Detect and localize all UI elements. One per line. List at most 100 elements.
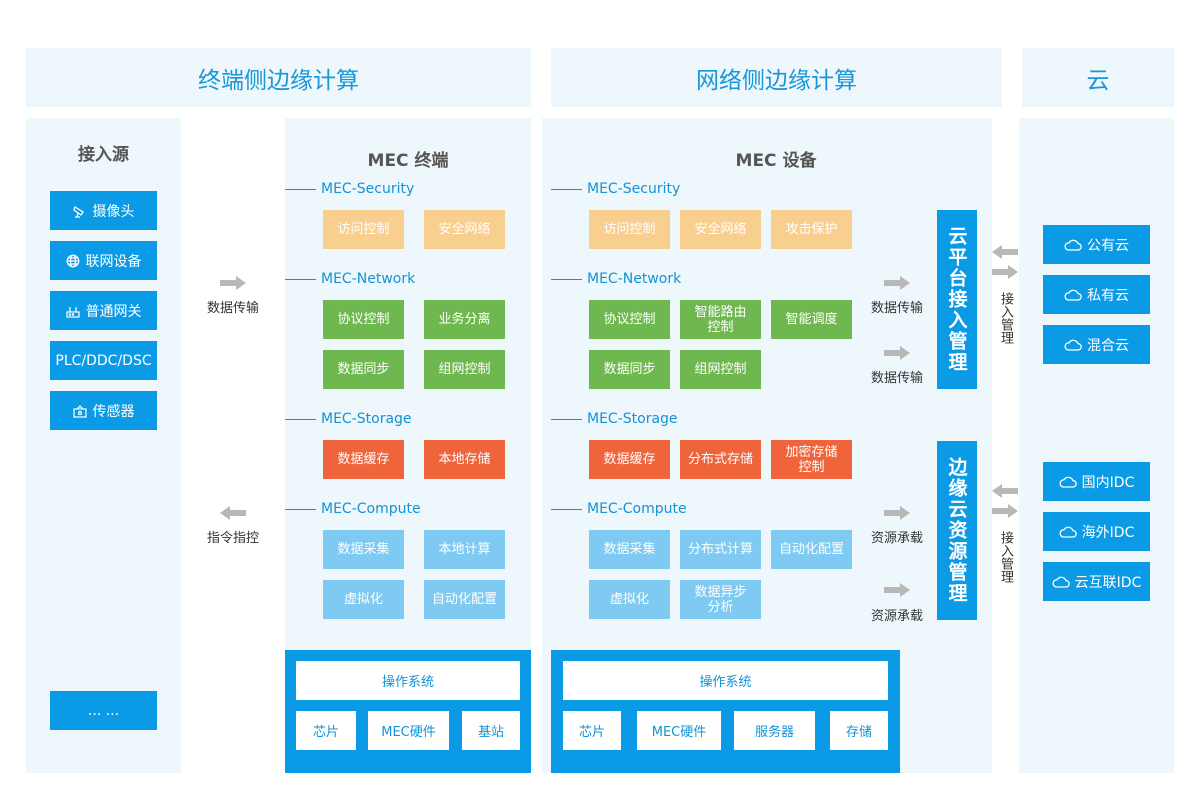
mec-device-security-label: MEC-Security bbox=[551, 180, 680, 198]
idc-domestic: 国内IDC bbox=[1043, 462, 1150, 501]
device-compute-item: 虚拟化 bbox=[589, 580, 670, 619]
access-item-label: 传感器 bbox=[92, 403, 135, 420]
arrow-left-icon bbox=[220, 505, 246, 524]
arrow-right-icon bbox=[884, 505, 910, 524]
access-item-more: ... ... bbox=[50, 691, 157, 730]
device-storage-item: 数据缓存 bbox=[589, 440, 670, 479]
bidirectional-arrow-icon bbox=[992, 245, 1018, 283]
cloud-icon bbox=[1052, 576, 1070, 588]
access-item-label: 普通网关 bbox=[85, 303, 142, 320]
idc-label: 国内IDC bbox=[1081, 474, 1135, 491]
mec-terminal-compute-label: MEC-Compute bbox=[285, 500, 421, 518]
arrow-right-icon bbox=[220, 275, 246, 294]
device-compute-item: 数据采集 bbox=[589, 530, 670, 569]
device-network-item: 智能调度 bbox=[771, 300, 852, 339]
panel-cloud bbox=[1019, 118, 1174, 773]
terminal-network-item: 协议控制 bbox=[323, 300, 404, 339]
bidirectional-arrow-icon bbox=[992, 484, 1018, 522]
access-item-gateway: 普通网关 bbox=[50, 291, 157, 330]
edge-cloud-resource-management: 边缘云资源管理 bbox=[937, 441, 977, 620]
device-compute-item: 自动化配置 bbox=[771, 530, 852, 569]
terminal-compute-item: 本地计算 bbox=[424, 530, 505, 569]
cloud-label: 公有云 bbox=[1087, 237, 1129, 254]
access-item-plc: PLC/DDC/DSC bbox=[50, 341, 157, 380]
arrow-right-icon bbox=[884, 345, 910, 364]
mec-terminal-title: MEC 终端 bbox=[367, 151, 449, 171]
access-item-label: 联网设备 bbox=[85, 253, 142, 270]
terminal-compute-item: 数据采集 bbox=[323, 530, 404, 569]
cloud-platform-access-management: 云平台接入管理 bbox=[937, 210, 977, 389]
header-network: 网络侧边缘计算 bbox=[551, 48, 1002, 107]
device-security-item: 访问控制 bbox=[589, 210, 670, 249]
label-command-control: 指令指控 bbox=[206, 531, 259, 546]
arrow-right-icon bbox=[884, 582, 910, 601]
label-data-transfer-right-2: 数据传输 bbox=[870, 371, 923, 386]
terminal-hw-item: MEC硬件 bbox=[368, 711, 449, 750]
camera-icon bbox=[72, 204, 87, 218]
device-security-item: 攻击保护 bbox=[771, 210, 852, 249]
idc-label: 海外IDC bbox=[1081, 524, 1135, 541]
access-item-camera: 摄像头 bbox=[50, 191, 157, 230]
terminal-hw-item: 芯片 bbox=[296, 711, 356, 750]
device-hw-item: MEC硬件 bbox=[637, 711, 721, 750]
label-access-management-1: 接入管理 bbox=[998, 292, 1013, 344]
cloud-icon bbox=[1059, 476, 1077, 488]
terminal-network-item: 数据同步 bbox=[323, 350, 404, 389]
device-security-item: 安全网络 bbox=[680, 210, 761, 249]
device-hw-item: 服务器 bbox=[734, 711, 815, 750]
terminal-security-item: 访问控制 bbox=[323, 210, 404, 249]
access-source-title: 接入源 bbox=[78, 145, 129, 165]
device-storage-item: 加密存储控制 bbox=[771, 440, 852, 479]
cloud-label: 混合云 bbox=[1087, 337, 1129, 354]
router-icon bbox=[65, 304, 80, 318]
terminal-compute-item: 虚拟化 bbox=[323, 580, 404, 619]
label-resource-bearing-2: 资源承载 bbox=[870, 609, 923, 624]
access-item-label: PLC/DDC/DSC bbox=[55, 352, 152, 369]
terminal-network-item: 业务分离 bbox=[424, 300, 505, 339]
device-network-item: 数据同步 bbox=[589, 350, 670, 389]
access-item-network-device: 联网设备 bbox=[50, 241, 157, 280]
header-cloud: 云 bbox=[1022, 48, 1174, 107]
device-storage-item: 分布式存储 bbox=[680, 440, 761, 479]
device-network-item: 智能路由控制 bbox=[680, 300, 761, 339]
cloud-icon bbox=[1064, 239, 1082, 251]
label-resource-bearing-1: 资源承载 bbox=[870, 531, 923, 546]
mec-device-storage-label: MEC-Storage bbox=[551, 410, 678, 428]
cloud-public: 公有云 bbox=[1043, 225, 1150, 264]
label-data-transfer-right-1: 数据传输 bbox=[870, 301, 923, 316]
sensor-icon bbox=[72, 404, 87, 418]
mec-terminal-network-label: MEC-Network bbox=[285, 270, 415, 288]
label-access-management-2: 接入管理 bbox=[998, 531, 1013, 583]
access-item-label: 摄像头 bbox=[92, 203, 135, 220]
access-item-sensor: 传感器 bbox=[50, 391, 157, 430]
cloud-private: 私有云 bbox=[1043, 275, 1150, 314]
cloud-icon bbox=[1064, 289, 1082, 301]
terminal-compute-item: 自动化配置 bbox=[424, 580, 505, 619]
cloud-hybrid: 混合云 bbox=[1043, 325, 1150, 364]
terminal-storage-item: 数据缓存 bbox=[323, 440, 404, 479]
idc-overseas: 海外IDC bbox=[1043, 512, 1150, 551]
terminal-security-item: 安全网络 bbox=[424, 210, 505, 249]
device-network-item: 组网控制 bbox=[680, 350, 761, 389]
device-hw-item: 芯片 bbox=[563, 711, 621, 750]
mec-device-compute-label: MEC-Compute bbox=[551, 500, 687, 518]
terminal-hw-item: 基站 bbox=[462, 711, 520, 750]
terminal-os-title: 操作系统 bbox=[296, 661, 520, 700]
cloud-icon bbox=[1059, 526, 1077, 538]
terminal-storage-item: 本地存储 bbox=[424, 440, 505, 479]
idc-label: 云互联IDC bbox=[1074, 574, 1142, 591]
mec-terminal-security-label: MEC-Security bbox=[285, 180, 414, 198]
mec-terminal-storage-label: MEC-Storage bbox=[285, 410, 412, 428]
idc-interconnect: 云互联IDC bbox=[1043, 562, 1150, 601]
device-hw-item: 存储 bbox=[830, 711, 888, 750]
label-data-transfer-left: 数据传输 bbox=[206, 301, 259, 316]
cloud-label: 私有云 bbox=[1087, 287, 1129, 304]
mec-device-title: MEC 设备 bbox=[735, 151, 817, 171]
cloud-icon bbox=[1064, 339, 1082, 351]
header-terminal: 终端侧边缘计算 bbox=[26, 48, 531, 107]
globe-icon bbox=[66, 254, 80, 268]
device-network-item: 协议控制 bbox=[589, 300, 670, 339]
device-compute-item: 分布式计算 bbox=[680, 530, 761, 569]
terminal-network-item: 组网控制 bbox=[424, 350, 505, 389]
device-os-title: 操作系统 bbox=[563, 661, 888, 700]
